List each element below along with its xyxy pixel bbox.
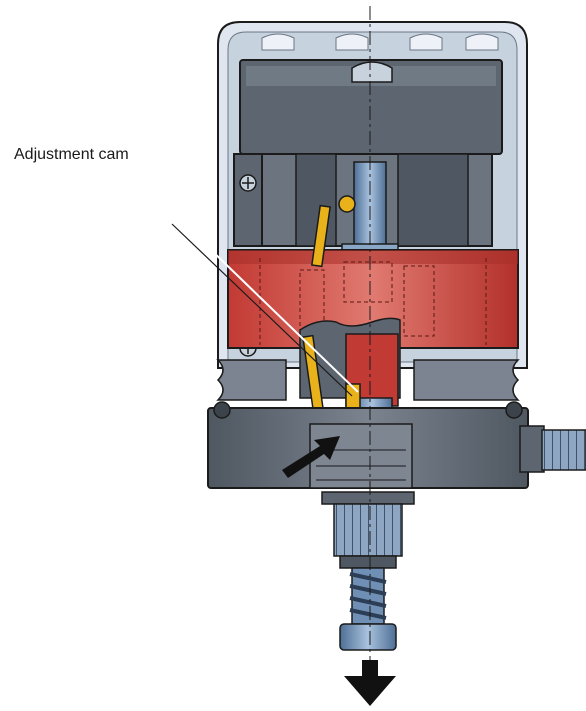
side-threads	[216, 359, 520, 401]
action-arrow-icon	[282, 436, 340, 478]
screw-head-icon	[239, 174, 257, 192]
base-block	[207, 401, 545, 489]
return-spring	[349, 567, 387, 625]
roller-lever-upper	[311, 195, 356, 268]
cable-connector	[541, 429, 586, 471]
travel-arrow-icon	[344, 660, 396, 706]
adjustment-cam-label: Adjustment cam	[14, 146, 129, 163]
callout-leader-line	[171, 217, 359, 397]
plunger-foot	[339, 623, 397, 651]
top-cap-block	[239, 59, 503, 155]
threaded-neck	[321, 491, 415, 569]
